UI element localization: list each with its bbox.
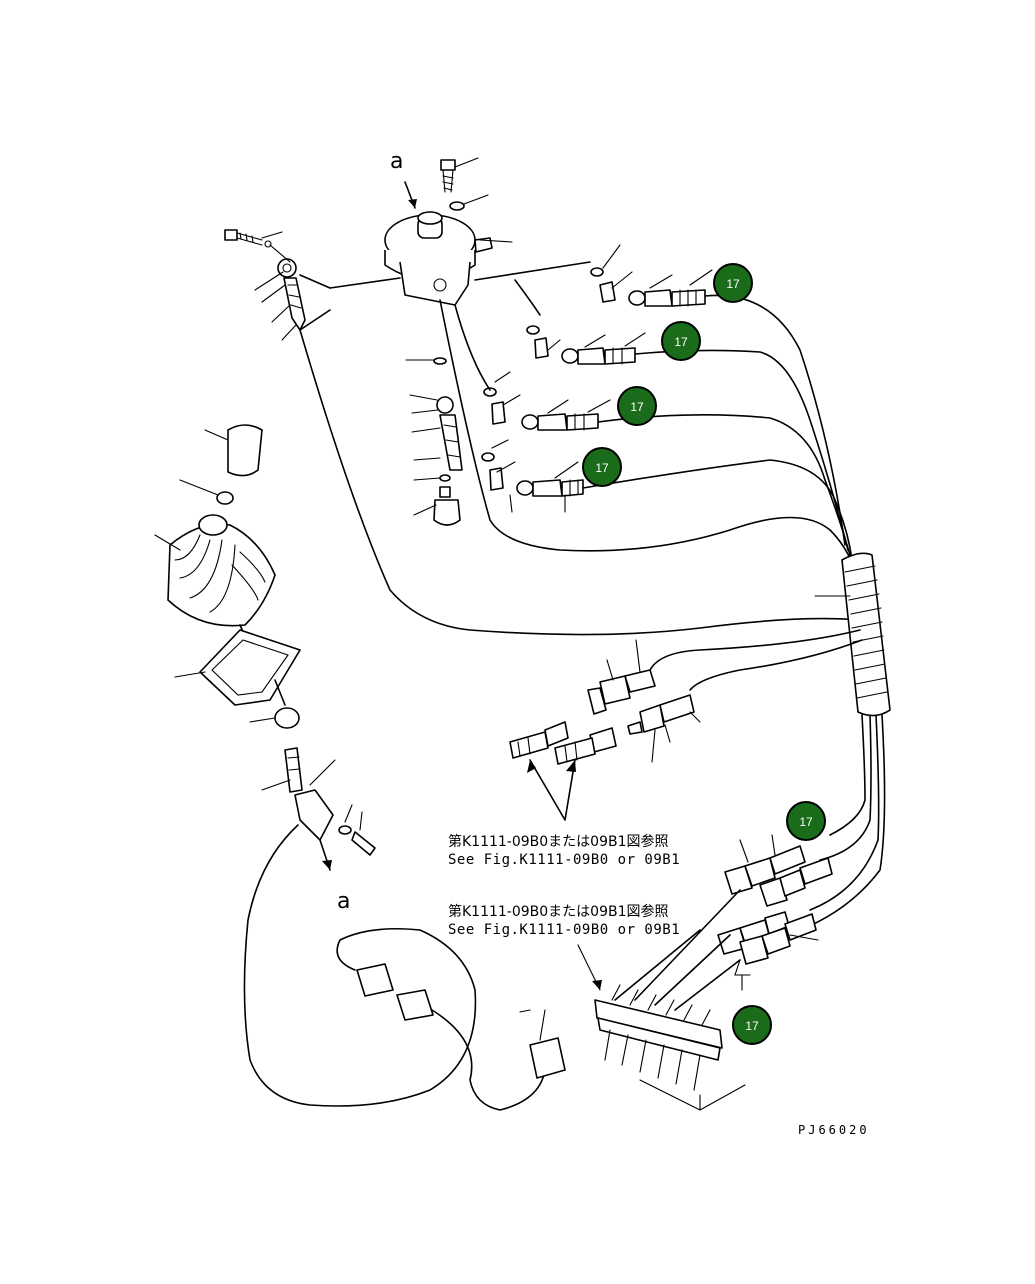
lever-knob xyxy=(179,424,263,505)
reference-en: See Fig.K1111-09B0 or 09B1 xyxy=(448,852,680,868)
valve-block xyxy=(577,889,746,1111)
callout-label: 17 xyxy=(595,461,609,475)
view-letter-bottom: a xyxy=(337,889,350,914)
callout-badge[interactable]: 17 xyxy=(661,321,701,361)
view-arrow-top xyxy=(404,181,417,209)
bolt-top xyxy=(440,157,513,243)
spiral-wrap xyxy=(649,552,891,931)
pilot-valve xyxy=(299,211,591,306)
lever-boot xyxy=(154,514,276,681)
reference-jp: 第K1111-09B0または09B1図参照 xyxy=(448,833,669,850)
view-letter-top: a xyxy=(390,149,403,174)
callout-badge[interactable]: 17 xyxy=(582,447,622,487)
reference-note-lower: 第K1111-09B0または09B1図参照 See Fig.K1111-09B0… xyxy=(448,903,680,938)
hose-fittings-upper xyxy=(481,244,713,513)
callout-label: 17 xyxy=(726,277,740,291)
callout-label: 17 xyxy=(799,815,813,829)
callout-label: 17 xyxy=(630,400,644,414)
reference-en: See Fig.K1111-09B0 or 09B1 xyxy=(448,922,680,938)
stem-fittings xyxy=(405,357,463,526)
lever-link xyxy=(254,244,331,341)
callout-label: 17 xyxy=(674,335,688,349)
callout-label: 17 xyxy=(745,1019,759,1033)
reference-jp: 第K1111-09B0または09B1図参照 xyxy=(448,903,669,920)
bolt-top-left xyxy=(224,229,283,248)
lever-plate xyxy=(174,629,301,706)
electrical-connectors xyxy=(356,963,566,1111)
callout-badge[interactable]: 17 xyxy=(617,386,657,426)
lever-lower xyxy=(243,679,477,1107)
reference-note-upper: 第K1111-09B0または09B1図参照 See Fig.K1111-09B0… xyxy=(448,833,680,868)
hose-routing xyxy=(299,279,861,636)
callout-badge[interactable]: 17 xyxy=(786,801,826,841)
drawing-code: PJ66020 xyxy=(798,1123,870,1137)
mid-couplers xyxy=(509,639,701,821)
lower-couplers xyxy=(717,834,833,991)
callout-badge[interactable]: 17 xyxy=(713,263,753,303)
callout-badge[interactable]: 17 xyxy=(732,1005,772,1045)
